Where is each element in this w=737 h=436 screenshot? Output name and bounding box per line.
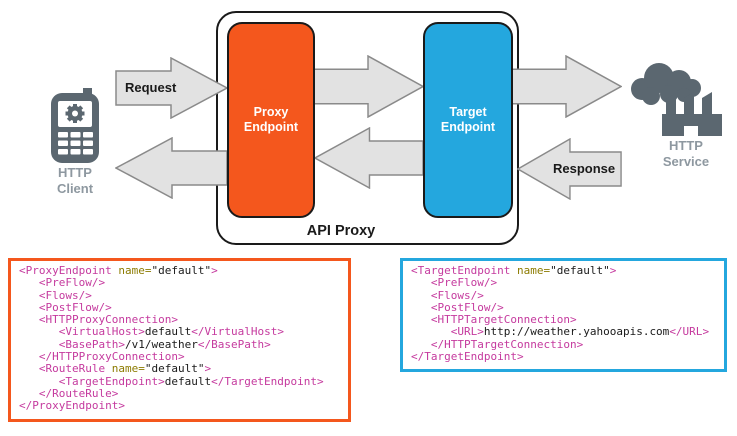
code-line: <TargetEndpoint>default</TargetEndpoint> — [58, 374, 324, 388]
http-client-icon — [47, 88, 103, 164]
request-arrow: Request — [115, 57, 228, 119]
proxy-endpoint-label: Proxy Endpoint — [243, 105, 299, 134]
left-arrow-shape — [314, 127, 424, 189]
code-line: </RouteRule> — [38, 386, 119, 400]
target-to-service-arrow — [511, 55, 622, 118]
code-line: </HTTPProxyConnection> — [38, 350, 185, 364]
api-proxy-label: API Proxy — [306, 223, 376, 239]
proxy-endpoint-xml: <ProxyEndpoint name="default"> <PreFlow/… — [11, 261, 348, 417]
code-line: <RouteRule name="default"> — [38, 362, 212, 376]
target-endpoint-box: Target Endpoint — [423, 22, 513, 218]
code-line: <ProxyEndpoint name="default"> — [19, 264, 218, 277]
target-to-proxy-arrow — [314, 127, 424, 189]
response-arrow: Response — [517, 138, 622, 200]
gear-icon — [65, 104, 85, 123]
right-arrow-shape — [115, 57, 228, 119]
target-endpoint-code-block: <TargetEndpoint name="default"> <PreFlow… — [400, 258, 727, 372]
code-line: <TargetEndpoint name="default"> — [411, 264, 617, 277]
code-line: <PostFlow/> — [38, 300, 112, 314]
code-line: <HTTPProxyConnection> — [38, 313, 178, 327]
request-label: Request — [125, 80, 177, 95]
response-label: Response — [553, 161, 616, 176]
target-endpoint-label: Target Endpoint — [440, 105, 496, 134]
code-line: <HTTPTargetConnection> — [430, 313, 577, 327]
http-client-label: HTTP Client — [56, 165, 94, 196]
code-line: <BasePath>/v1/weather</BasePath> — [58, 337, 271, 351]
target-endpoint-xml: <TargetEndpoint name="default"> <PreFlow… — [403, 261, 724, 367]
cloud-factory-icon — [631, 63, 722, 136]
http-service-label: HTTP Service — [662, 138, 710, 169]
http-service-icon — [626, 58, 726, 136]
code-line: <URL>http://weather.yahooapis.com</URL> — [450, 325, 710, 339]
proxy-endpoint-code-block: <ProxyEndpoint name="default"> <PreFlow/… — [8, 258, 351, 422]
left-arrow-shape — [517, 138, 622, 200]
factory-shape — [662, 92, 722, 136]
right-arrow-shape — [511, 55, 622, 118]
code-line: <Flows/> — [430, 288, 484, 302]
code-line: </HTTPTargetConnection> — [430, 337, 584, 351]
code-line: <Flows/> — [38, 288, 92, 302]
mobile-phone-icon — [51, 88, 99, 163]
code-line: <PreFlow/> — [430, 276, 498, 290]
right-arrow-shape — [313, 55, 424, 118]
code-line: </ProxyEndpoint> — [19, 399, 125, 413]
proxy-to-target-arrow — [313, 55, 424, 118]
proxy-endpoint-box: Proxy Endpoint — [227, 22, 315, 218]
code-line: <VirtualHost>default</VirtualHost> — [58, 325, 284, 339]
smoke-cloud-shape — [631, 63, 701, 105]
response-to-client-arrow — [115, 137, 228, 199]
code-line: <PostFlow/> — [430, 300, 504, 314]
left-arrow-shape — [115, 137, 228, 199]
code-line: </TargetEndpoint> — [411, 350, 524, 364]
code-line: <PreFlow/> — [38, 276, 106, 290]
